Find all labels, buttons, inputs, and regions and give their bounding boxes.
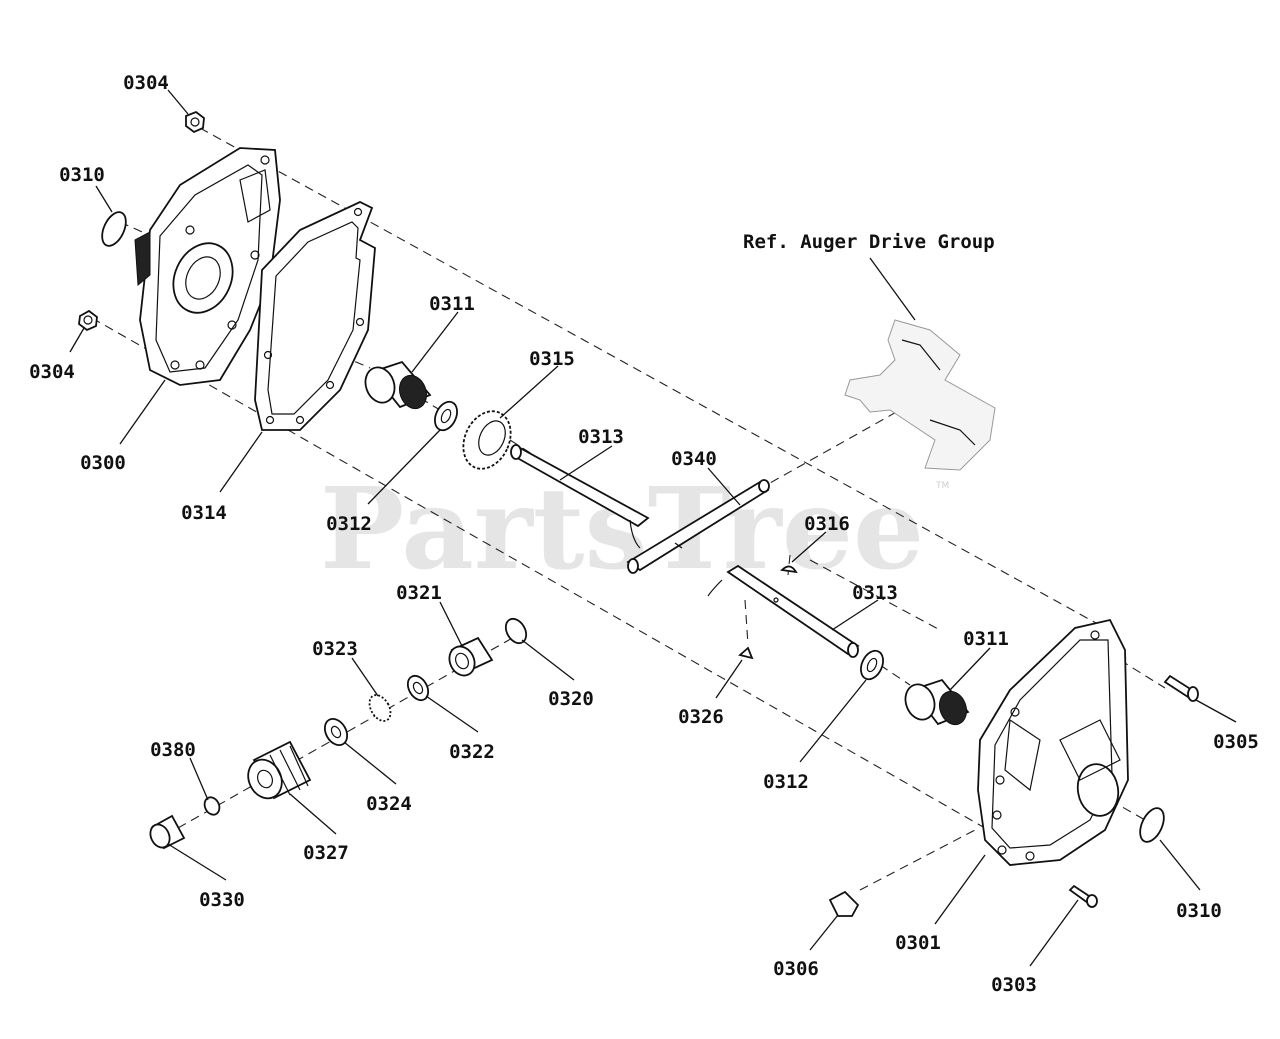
part-0310-seal-right (1139, 807, 1165, 843)
callout-0324-c0324: 0324 (366, 793, 412, 815)
reference-label-auger-drive-group: Ref. Auger Drive Group (743, 231, 995, 253)
callout-labels: 0304 0310 0304 0300 0314 0311 0315 0312 0313 0340… (29, 72, 1259, 996)
callout-0305-c0305: 0305 (1213, 731, 1259, 753)
part-0300-housing-left (134, 147, 281, 386)
part-0326-key (738, 646, 754, 660)
part-0322-washer (406, 674, 430, 702)
callout-0330-c0330: 0330 (199, 889, 245, 911)
callout-0312-c0312b: 0312 (763, 771, 809, 793)
callout-0300-c0300: 0300 (80, 452, 126, 474)
callout-0327-c0327: 0327 (303, 842, 349, 864)
callout-0315-c0315: 0315 (529, 348, 575, 370)
callout-0322-c0322: 0322 (449, 741, 495, 763)
callout-0303-c0303: 0303 (991, 974, 1037, 996)
part-0304-nut-lower (78, 309, 98, 332)
callout-0313-c0313a: 0313 (578, 426, 624, 448)
callout-0310-c0310a: 0310 (59, 164, 105, 186)
part-0321-bearing (448, 636, 494, 677)
callout-0314-c0314: 0314 (181, 502, 227, 524)
part-0311-bushing-left (364, 360, 432, 410)
part-0306-plug (828, 890, 860, 917)
callout-0304-c0304a: 0304 (123, 72, 169, 94)
part-0316-key (780, 565, 798, 574)
callout-0320-c0320: 0320 (548, 688, 594, 710)
part-0324-washer (323, 717, 349, 747)
part-0310-seal-left (101, 211, 127, 247)
part-0314-gasket (254, 201, 376, 431)
callout-0304-c0304b: 0304 (29, 361, 75, 383)
callout-0313-c0313b: 0313 (852, 582, 898, 604)
callout-0321-c0321: 0321 (396, 582, 442, 604)
part-0313-shaft-left (510, 444, 650, 549)
callout-0323-c0323: 0323 (312, 638, 358, 660)
part-0330-bushing (149, 814, 186, 850)
watermark-text: PartsTree (320, 464, 924, 595)
part-0312-washer-right (860, 649, 884, 681)
part-0320-snap-ring (504, 617, 528, 645)
part-0327-worm-gear (247, 740, 312, 800)
callout-0340-c0340: 0340 (671, 448, 717, 470)
part-0323-race (368, 694, 392, 722)
callout-leader-lines (69, 89, 1237, 967)
callout-0316-c0316: 0316 (804, 513, 850, 535)
part-0312-washer-left (434, 400, 458, 432)
callout-0380-c0380: 0380 (150, 739, 196, 761)
part-0303-screw (1068, 884, 1098, 908)
callout-0306-c0306: 0306 (773, 958, 819, 980)
part-0340-shaft-main (626, 479, 770, 574)
callout-0312-c0312a: 0312 (326, 513, 372, 535)
watermark-trademark: TM (935, 481, 949, 491)
part-0304-nut-top (185, 110, 205, 134)
callout-0311-c0311b: 0311 (963, 628, 1009, 650)
callout-0310-c0310b: 0310 (1176, 900, 1222, 922)
part-0311-bushing-right (904, 678, 970, 726)
part-0380-ring (203, 796, 221, 816)
part-0305-bolt (1163, 674, 1199, 702)
part-0313-shaft-right (707, 564, 860, 658)
callout-0301-c0301: 0301 (895, 932, 941, 954)
callout-0311-c0311a: 0311 (429, 293, 475, 315)
callout-0326-c0326: 0326 (678, 706, 724, 728)
part-0301-housing-right (977, 618, 1129, 866)
ref-auger-drive-group-graphic (844, 319, 996, 471)
part-0315-gear (462, 410, 512, 470)
